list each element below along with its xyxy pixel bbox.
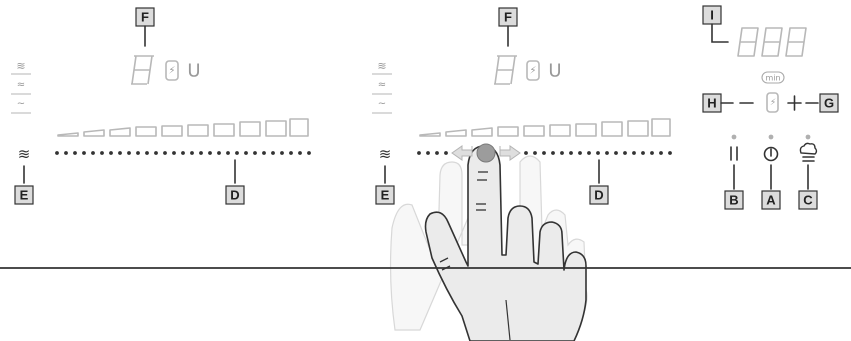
- arrow-left-icon: [451, 145, 473, 161]
- label-I: I: [702, 5, 722, 25]
- svg-text:F: F: [141, 10, 149, 25]
- label-F-middle: F: [498, 7, 518, 27]
- keep-warm-icon[interactable]: ≋: [379, 145, 392, 163]
- heat-level-icons: ≋ ≈ ~: [11, 60, 31, 114]
- label-A: A: [761, 190, 781, 210]
- touch-point: [476, 143, 496, 163]
- svg-text:D: D: [230, 188, 239, 203]
- svg-text:E: E: [20, 188, 29, 203]
- power-icon[interactable]: [763, 146, 779, 162]
- power-slider-left[interactable]: [55, 151, 311, 155]
- svg-text:G: G: [824, 96, 834, 111]
- zone-unit-left: U: [187, 61, 200, 82]
- function-keys: B A C: [724, 134, 818, 210]
- label-E-middle: E: [375, 185, 395, 205]
- label-E-left: E: [14, 185, 34, 205]
- svg-text:⚡: ⚡: [168, 66, 175, 77]
- heat-mid-icon: ≈: [17, 80, 25, 91]
- zone-unit-middle: U: [548, 61, 561, 82]
- timer-controls: I min H ⚡ G: [702, 5, 839, 113]
- zone-display-left: ⚡ U: [131, 55, 201, 85]
- power-slider-middle[interactable]: [417, 151, 672, 155]
- svg-text:I: I: [710, 8, 714, 23]
- arrow-right-icon: [499, 145, 521, 161]
- label-D-left: D: [225, 185, 245, 205]
- power-slider-bars-middle: [419, 118, 671, 137]
- label-G: G: [819, 93, 839, 113]
- heat-level-icons: ≋ ≈ ~: [372, 60, 392, 114]
- timer-icon: [766, 92, 779, 113]
- zone-display-middle: ⚡ U: [494, 55, 562, 85]
- svg-text:~: ~: [378, 99, 386, 110]
- svg-text:⚡: ⚡: [529, 66, 536, 77]
- svg-text:D: D: [594, 188, 603, 203]
- zone-left: ≋ ≈ ~ ≋ E F ⚡ U: [11, 7, 311, 205]
- label-H: H: [702, 93, 722, 113]
- timer-min-label: min: [765, 74, 780, 83]
- heat-high-icon: ≋: [16, 60, 25, 73]
- label-C: C: [798, 190, 818, 210]
- svg-text:H: H: [707, 96, 716, 111]
- svg-text:E: E: [381, 188, 390, 203]
- label-B: B: [724, 190, 744, 210]
- svg-text:C: C: [803, 193, 813, 208]
- timer-display: [737, 27, 807, 57]
- heat-low-icon: ~: [17, 99, 25, 110]
- svg-text:≋: ≋: [377, 60, 386, 73]
- zone-middle: ≋ ≈ ~ ≋ E F ⚡ U: [372, 7, 672, 341]
- label-D-middle: D: [589, 185, 609, 205]
- chef-hat-icon[interactable]: [799, 142, 818, 162]
- svg-text:A: A: [766, 193, 776, 208]
- plus-icon[interactable]: [787, 95, 802, 111]
- svg-text:B: B: [729, 193, 738, 208]
- svg-text:⚡: ⚡: [770, 98, 776, 108]
- ghost-hand-left: [389, 161, 481, 331]
- svg-text:F: F: [504, 10, 512, 25]
- keep-warm-icon[interactable]: ≋: [18, 145, 31, 163]
- svg-text:≈: ≈: [378, 80, 386, 91]
- pause-icon[interactable]: [730, 146, 738, 161]
- label-F-left: F: [135, 7, 155, 27]
- power-slider-bars-left: [57, 118, 309, 137]
